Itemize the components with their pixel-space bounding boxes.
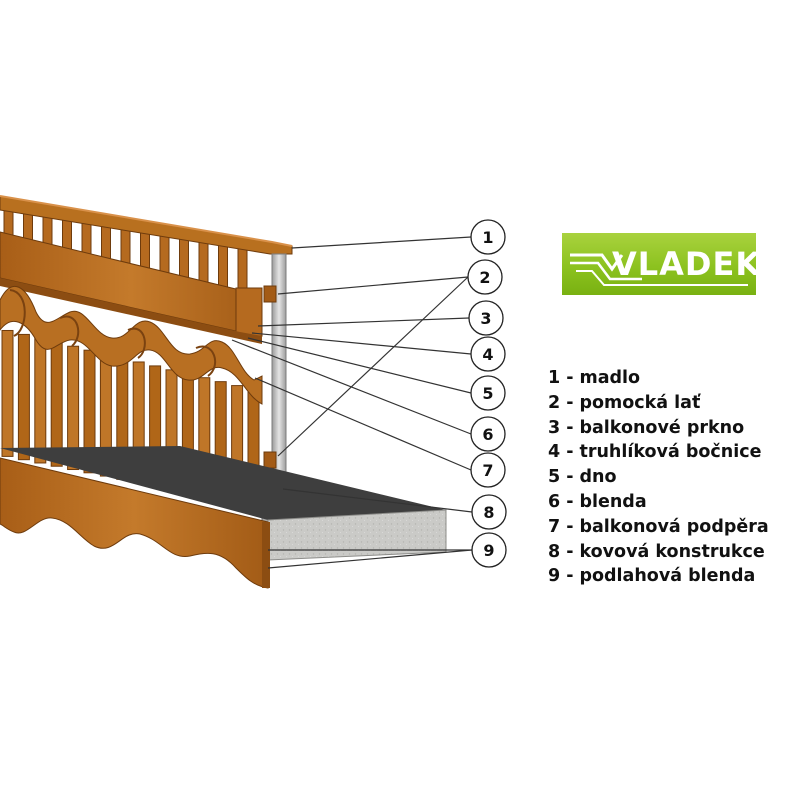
leader-line [231,339,472,435]
legend-item: 9-podlahová blenda [548,566,756,587]
leader-line [257,317,470,327]
leader-lines [231,236,473,569]
baluster [1,329,14,457]
planter-bottom [0,278,262,344]
legend-item: 3-balkonové prkno [548,417,745,438]
legend-item: 8-kovová konstrukce [548,541,765,562]
decorative-blenda-curls [9,289,217,377]
auxiliary-lath-bottom [263,451,277,469]
callout-number: 7 [482,461,493,480]
callouts: 1 2 3 4 5 6 7 8 9 [467,219,507,568]
planter-side [235,287,263,337]
callout-circle [470,336,506,372]
vladeko-logo: VLADEKO [562,233,787,295]
legend-item: 6-blenda [548,491,647,512]
callout-circle [470,375,506,411]
callout-circle [471,532,507,568]
callout-number: 1 [482,228,493,247]
leader-line [251,332,472,355]
callout-circle [467,259,503,295]
callout-number: 3 [480,309,491,328]
leader-line [254,377,472,471]
callout-number: 4 [482,345,493,364]
callout-circle [470,416,506,452]
callout-number: 2 [479,268,490,287]
logo-swoosh-icon [570,253,748,286]
leader-line [291,236,472,249]
callout-number: 5 [482,384,493,403]
legend-item: 7-balkonová podpěra [548,516,769,537]
callout-circle [468,300,504,336]
leader-line [267,549,473,569]
legend-item: 2-pomocká lať [548,392,701,413]
leader-line [247,337,472,394]
baluster [34,337,47,464]
baluster [83,349,96,474]
handrail-top [0,195,293,247]
leader-line [277,276,469,295]
leader-line [282,488,473,513]
concrete-slab-top [0,446,446,520]
callout-circle [470,219,506,255]
floor-blenda-edge [262,522,270,588]
legend-item: 5-dno [548,467,617,488]
floor-blenda [0,457,269,589]
callout-number: 8 [483,503,494,522]
legend-item: 1-madlo [548,368,641,388]
leader-line [277,276,469,457]
callout-circle [470,452,506,488]
legend-item: 4-truhlíková bočnice [548,442,762,463]
callout-number: 9 [483,541,494,560]
callout-circle [471,494,507,530]
baluster [17,333,30,461]
legend: 1-madlo 2-pomocká lať 3-balkonové prkno … [548,366,769,589]
logo-text: VLADEKO [612,245,788,283]
auxiliary-lath-top [263,285,277,303]
callout-number: 6 [482,425,493,444]
